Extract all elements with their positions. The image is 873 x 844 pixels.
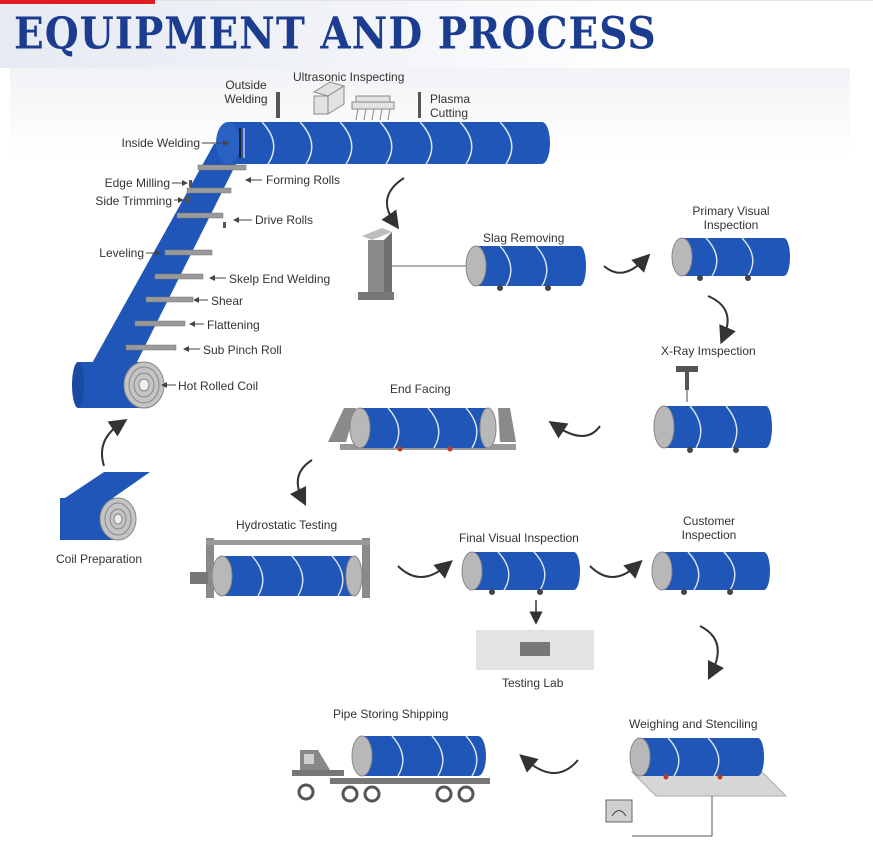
hot-rolled-coil: [72, 361, 165, 409]
strip-label-pointers: [146, 140, 262, 388]
label-end-facing: End Facing: [390, 382, 451, 396]
outside-welding-head: [276, 92, 280, 118]
label-xray-inspection: X-Ray Imspection: [661, 344, 756, 358]
label-inside-welding: Inside Welding: [121, 136, 201, 150]
label-shear: Shear: [211, 294, 244, 308]
label-edge-milling: Edge Milling: [104, 176, 170, 190]
label-hydrostatic-testing: Hydrostatic Testing: [236, 518, 338, 532]
arrow-xray-to-endfacing: [548, 421, 601, 439]
label-coil-preparation: Coil Preparation: [56, 552, 143, 566]
label-flattening: Flattening: [207, 318, 260, 332]
label-slag-removing: Slag Removing: [483, 231, 565, 245]
shipping-truck: [292, 735, 490, 803]
brand-red-mark: [0, 0, 155, 4]
label-ultrasonic-inspecting: Ultrasonic Inspecting: [293, 70, 405, 84]
label-final-visual-inspection: Final Visual Inspection: [459, 531, 579, 545]
label-drive-rolls: Drive Rolls: [255, 213, 314, 227]
label-forming-rolls: Forming Rolls: [266, 173, 341, 187]
label-skelp-end-welding: Skelp End Welding: [229, 272, 331, 286]
top-divider: [155, 0, 873, 1]
end-facing-machine: [328, 407, 516, 452]
label-hot-rolled-coil: Hot Rolled Coil: [178, 379, 259, 393]
steel-strip: [76, 140, 248, 392]
arrow-hydro-to-final: [397, 560, 453, 579]
plasma-cutting-head: [418, 92, 421, 118]
label-leveling: Leveling: [99, 246, 144, 260]
xray-inspection-station: [653, 366, 772, 453]
title-banner: [0, 0, 632, 68]
final-visual-pipe: [461, 551, 580, 625]
label-customer-inspection: Customer Inspection: [681, 514, 737, 542]
label-plasma-cutting: Plasma Cutting: [430, 92, 471, 120]
label-primary-visual-inspection: Primary Visual Inspection: [692, 204, 770, 232]
customer-inspection-pipe: [651, 551, 770, 595]
weighing-stenciling-station: [605, 737, 788, 837]
hydrostatic-testing-machine: [190, 538, 370, 598]
arrow-final-to-customer: [589, 559, 643, 579]
page-title: EQUIPMENT AND PROCESS: [14, 8, 657, 60]
arrow-weighing-to-shipping: [519, 754, 579, 774]
label-sub-pinch-roll: Sub Pinch Roll: [203, 343, 282, 357]
label-weighing-and-stenciling: Weighing and Stenciling: [629, 717, 758, 731]
strip-rolls: [125, 164, 247, 351]
slag-removing-station: [358, 228, 586, 300]
flow-arrows: [101, 177, 736, 774]
primary-visual-pipe: [671, 237, 790, 281]
coil-preparation-machine: [60, 472, 150, 541]
arrow-endfacing-to-hydro: [289, 459, 313, 507]
arrow-forming-to-slag: [381, 177, 405, 230]
label-side-trimming: Side Trimming: [95, 194, 172, 208]
testing-lab: [476, 630, 594, 670]
arrow-primary-to-xray: [707, 295, 736, 345]
arrow-slag-to-primary: [603, 253, 651, 274]
formed-spiral-pipe: [216, 121, 550, 165]
ultrasonic-inspecting-device: [312, 81, 395, 121]
arrow-coil-to-hot-rolled: [101, 419, 128, 467]
label-pipe-storing-shipping: Pipe Storing Shipping: [333, 707, 449, 721]
arrow-customer-to-weighing: [699, 625, 725, 681]
label-outside-welding: Outside Welding: [224, 78, 268, 106]
edge-tools: [186, 180, 226, 228]
label-testing-lab: Testing Lab: [502, 676, 564, 690]
